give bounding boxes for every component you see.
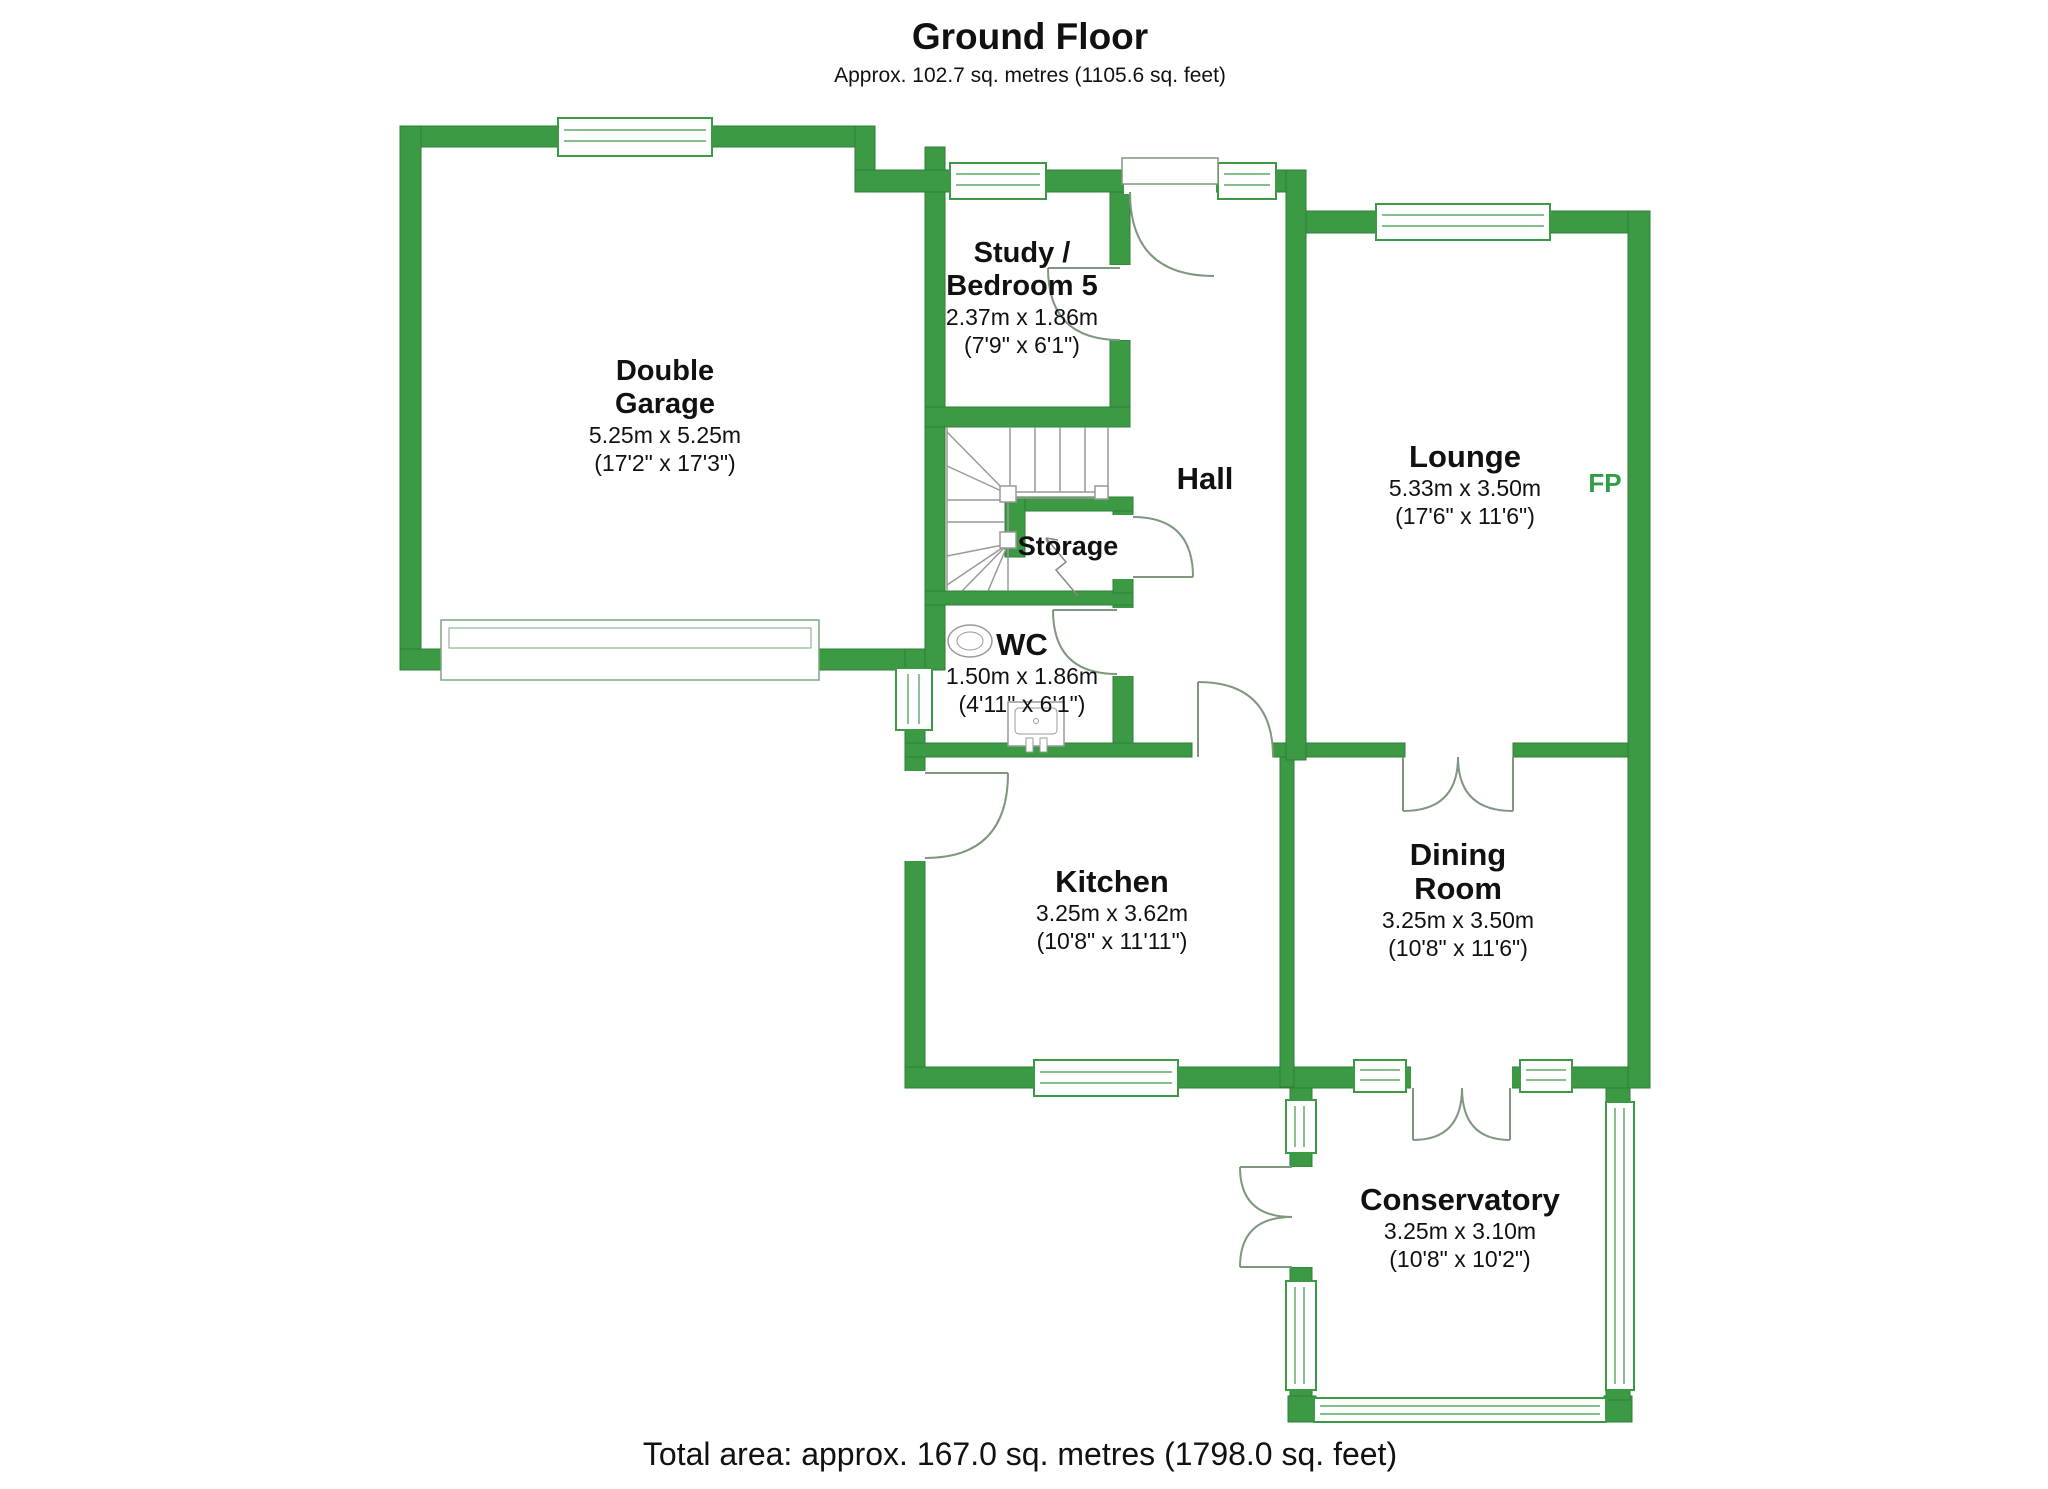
dining-name-2: Room bbox=[1414, 871, 1502, 906]
staircase bbox=[946, 427, 1109, 597]
wc-dims-metric: 1.50m x 1.86m bbox=[945, 663, 1099, 689]
dining-window-left bbox=[1353, 1059, 1407, 1093]
wall-garage-left bbox=[399, 125, 422, 671]
conservatory-window-left-upper bbox=[1285, 1099, 1317, 1154]
storage-door bbox=[1132, 516, 1194, 578]
garage-dims-metric: 5.25m x 5.25m bbox=[588, 422, 742, 448]
lounge-dims-metric: 5.33m x 3.50m bbox=[1388, 475, 1542, 501]
wall-lounge-dining-a bbox=[1305, 742, 1406, 758]
page-subtitle: Approx. 102.7 sq. metres (1105.6 sq. fee… bbox=[834, 64, 1226, 87]
garage-dims-imperial: (17'2" x 17'3") bbox=[594, 450, 736, 476]
conservatory-window-left-lower bbox=[1285, 1280, 1317, 1391]
wc-window bbox=[895, 667, 933, 731]
post-cons-left-top bbox=[1289, 1087, 1313, 1101]
wall-hall-lounge bbox=[1285, 169, 1307, 761]
wall-study-right-a bbox=[1109, 191, 1131, 266]
label-storage: Storage bbox=[1018, 530, 1119, 563]
conservatory-window-bottom bbox=[1313, 1397, 1607, 1423]
post-cons-right-bot bbox=[1605, 1389, 1631, 1401]
post-cons-left-mid1 bbox=[1289, 1152, 1313, 1168]
study-window bbox=[949, 162, 1047, 200]
conservatory-dims-metric: 3.25m x 3.10m bbox=[1383, 1218, 1537, 1244]
conservatory-name: Conservatory bbox=[1360, 1182, 1560, 1217]
dining-name-1: Dining bbox=[1409, 837, 1507, 872]
lounge-name: Lounge bbox=[1409, 439, 1521, 474]
wall-lounge-dining-b bbox=[1512, 742, 1629, 758]
post-cons-left-mid2 bbox=[1289, 1266, 1313, 1282]
garage-window bbox=[557, 117, 713, 157]
conservatory-window-right bbox=[1605, 1101, 1635, 1391]
wc-dims-imperial: (4'11" x 6'1") bbox=[958, 691, 1086, 717]
study-dims-metric: 2.37m x 1.86m bbox=[945, 304, 1099, 330]
label-dining: Dining Room 3.25m x 3.50m (10'8" x 11'6"… bbox=[1382, 838, 1534, 962]
post-cons-corner-bl bbox=[1287, 1395, 1317, 1423]
wall-lounge-right bbox=[1627, 210, 1651, 1089]
kitchen-window bbox=[1033, 1059, 1179, 1097]
label-kitchen: Kitchen 3.25m x 3.62m (10'8" x 11'11") bbox=[1036, 865, 1188, 955]
fireplace-marker: FP bbox=[1588, 468, 1622, 498]
dining-window-right bbox=[1519, 1059, 1573, 1093]
wall-study-bottom bbox=[924, 406, 1131, 428]
garage-name-2: Garage bbox=[615, 388, 715, 420]
study-door bbox=[1047, 267, 1121, 341]
garage-door bbox=[440, 619, 820, 681]
sink bbox=[1007, 701, 1065, 753]
wall-kitchen-dining-divider bbox=[1279, 756, 1295, 1088]
fixtures bbox=[947, 624, 1065, 753]
lounge-dining-double-doors bbox=[1402, 756, 1514, 812]
dining-dims-imperial: (10'8" x 11'6") bbox=[1388, 935, 1528, 961]
conservatory-dims-imperial: (10'8" x 10'2") bbox=[1389, 1246, 1531, 1272]
doors bbox=[924, 157, 1514, 1268]
post-cons-right-top bbox=[1605, 1087, 1631, 1103]
lounge-dims-imperial: (17'6" x 11'6") bbox=[1395, 503, 1535, 529]
wall-storage-right-b bbox=[1112, 576, 1134, 594]
dining-conservatory-double-doors bbox=[1412, 1087, 1511, 1141]
label-wc: WC 1.50m x 1.86m (4'11" x 6'1") bbox=[946, 628, 1098, 718]
dining-dims-metric: 3.25m x 3.50m bbox=[1381, 907, 1535, 933]
garage-name-1: Double bbox=[615, 355, 715, 387]
label-study: Study / Bedroom 5 2.37m x 1.86m (7'9" x … bbox=[946, 237, 1098, 359]
wall-storage-bottom bbox=[924, 590, 1134, 606]
label-garage: Double Garage 5.25m x 5.25m (17'2" x 17'… bbox=[589, 355, 741, 477]
lounge-window bbox=[1375, 203, 1551, 241]
storage-name: Storage bbox=[1017, 531, 1119, 561]
kitchen-dims-metric: 3.25m x 3.62m bbox=[1035, 900, 1189, 926]
study-name-1: Study / bbox=[973, 237, 1071, 269]
total-area-text: Total area: approx. 167.0 sq. metres (17… bbox=[642, 1436, 1398, 1472]
wc-name: WC bbox=[996, 627, 1048, 662]
study-name-2: Bedroom 5 bbox=[946, 270, 1098, 302]
hall-kitchen-door bbox=[1197, 681, 1274, 758]
wall-study-right-b bbox=[1109, 339, 1131, 411]
kitchen-back-door bbox=[924, 772, 1009, 859]
label-hall: Hall bbox=[1177, 462, 1234, 496]
page-title: Ground Floor bbox=[911, 16, 1149, 57]
label-conservatory: Conservatory 3.25m x 3.10m (10'8" x 10'2… bbox=[1360, 1183, 1560, 1273]
study-dims-imperial: (7'9" x 6'1") bbox=[964, 332, 1080, 358]
label-lounge: Lounge 5.33m x 3.50m (17'6" x 11'6") bbox=[1389, 440, 1541, 530]
wc-door bbox=[1052, 609, 1118, 675]
windows bbox=[557, 117, 1635, 1423]
front-door bbox=[1121, 157, 1219, 277]
toilet bbox=[947, 624, 993, 658]
hall-name: Hall bbox=[1176, 461, 1234, 496]
kitchen-name: Kitchen bbox=[1055, 864, 1169, 899]
hall-sidelight-window bbox=[1217, 162, 1277, 200]
stairs-break-arrow bbox=[1045, 537, 1079, 597]
conservatory-garden-doors bbox=[1239, 1166, 1293, 1268]
kitchen-dims-imperial: (10'8" x 11'11") bbox=[1036, 928, 1188, 954]
door-gaps bbox=[903, 168, 1512, 1267]
stairs-arrow-head bbox=[1045, 537, 1059, 551]
